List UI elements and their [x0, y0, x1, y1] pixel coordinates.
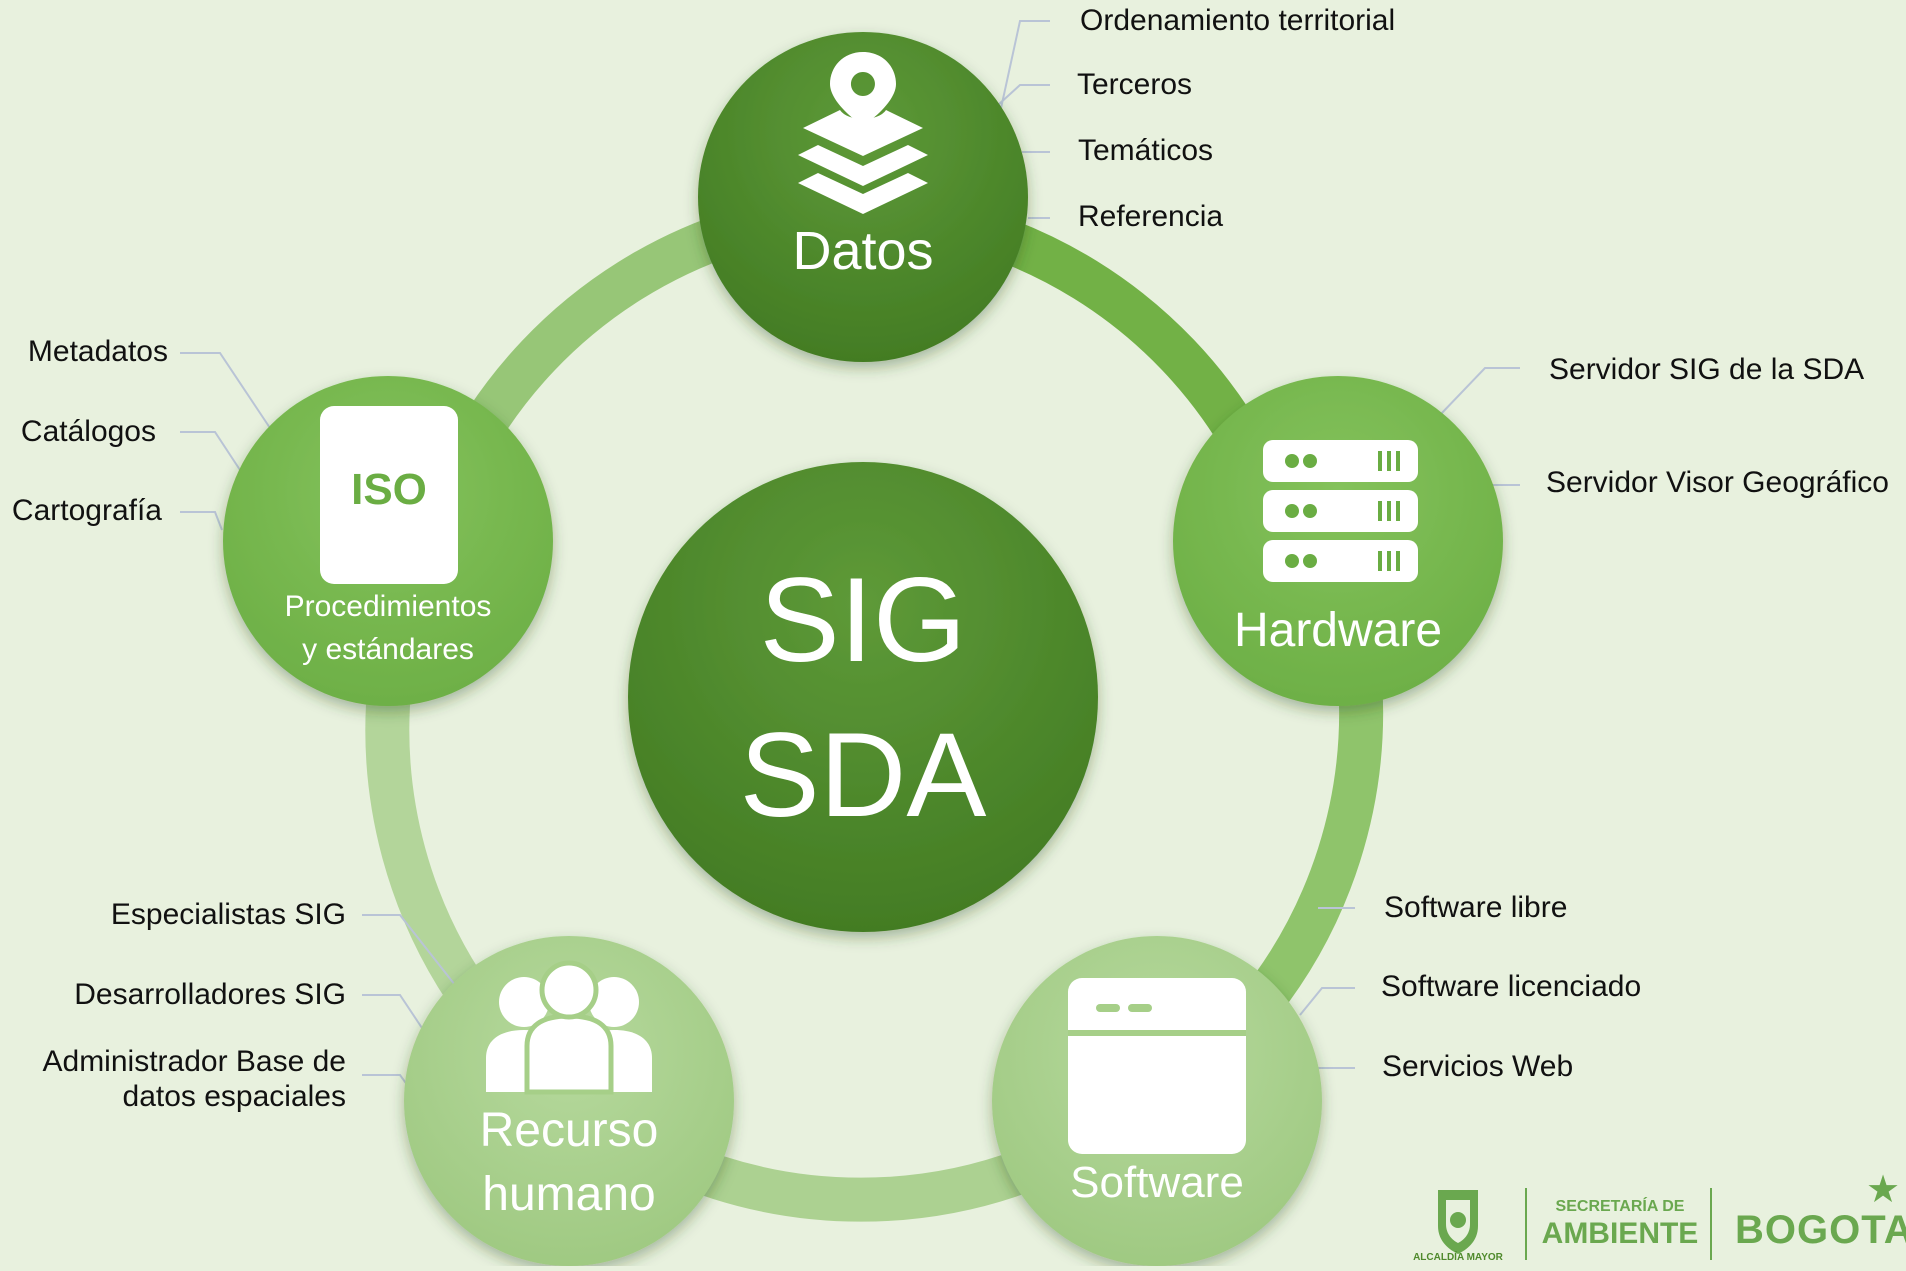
recurso-item: datos espaciales: [122, 1080, 346, 1113]
secretaria-line2: AMBIENTE: [1541, 1217, 1699, 1250]
people-group-icon: [486, 960, 652, 1095]
procedimientos-item: Cartografía: [11, 494, 162, 527]
center-node: [628, 462, 1098, 932]
software-title: Software: [1070, 1158, 1244, 1207]
alcaldia-text: ALCALDÍA MAYOR: [1413, 1252, 1503, 1263]
app-window-icon: [1068, 978, 1246, 1154]
software-item: Software licenciado: [1381, 970, 1642, 1003]
logo-secretaria: SECRETARÍA DE AMBIENTE: [1540, 1198, 1700, 1252]
datos-item: Temáticos: [1078, 134, 1214, 167]
datos-title: Datos: [792, 221, 934, 281]
datos-item: Terceros: [1077, 68, 1193, 101]
procedimientos-item: Metadatos: [27, 335, 168, 368]
cycle-ring: [365, 188, 1384, 1222]
logo-bogota: BOGOTA: [1735, 1200, 1906, 1260]
recurso-title-line2: humano: [482, 1168, 656, 1221]
bogota-text: BOGOTA: [1735, 1208, 1906, 1252]
logo-divider: [1525, 1188, 1527, 1260]
recurso-item: Desarrolladores SIG: [74, 978, 346, 1011]
datos-item: Referencia: [1078, 200, 1224, 233]
procedimientos-title-line1: Procedimientos: [284, 590, 492, 623]
datos-item: Ordenamiento territorial: [1080, 4, 1396, 37]
recurso-item: Especialistas SIG: [110, 898, 346, 931]
software-item: Software libre: [1384, 891, 1568, 924]
center-title-line2: SDA: [739, 708, 987, 842]
logo-alcaldia: ALCALDÍA MAYOR: [1408, 1186, 1508, 1266]
map-pin-layers-icon: [798, 52, 928, 214]
coat-of-arms-icon: [1438, 1190, 1478, 1254]
server-rack-icon: [1263, 440, 1418, 582]
recurso-item: Administrador Base de: [42, 1045, 347, 1078]
procedimientos-item: Catálogos: [20, 415, 156, 448]
hardware-title: Hardware: [1233, 604, 1443, 657]
procedimientos-title-line2: y estándares: [302, 633, 474, 666]
secretaria-line1: SECRETARÍA DE: [1555, 1198, 1685, 1215]
hardware-item: Servidor SIG de la SDA: [1549, 353, 1865, 386]
star-icon: ★: [1866, 1169, 1901, 1211]
recurso-title-line1: Recurso: [479, 1104, 659, 1157]
iso-label: ISO: [351, 465, 427, 514]
iso-document-icon: [320, 406, 458, 584]
hardware-item: Servidor Visor Geográfico: [1546, 466, 1889, 499]
center-title-line1: SIG: [759, 553, 967, 687]
logo-divider: [1710, 1188, 1712, 1260]
recurso-node: [404, 936, 734, 1266]
software-item: Servicios Web: [1382, 1050, 1574, 1083]
